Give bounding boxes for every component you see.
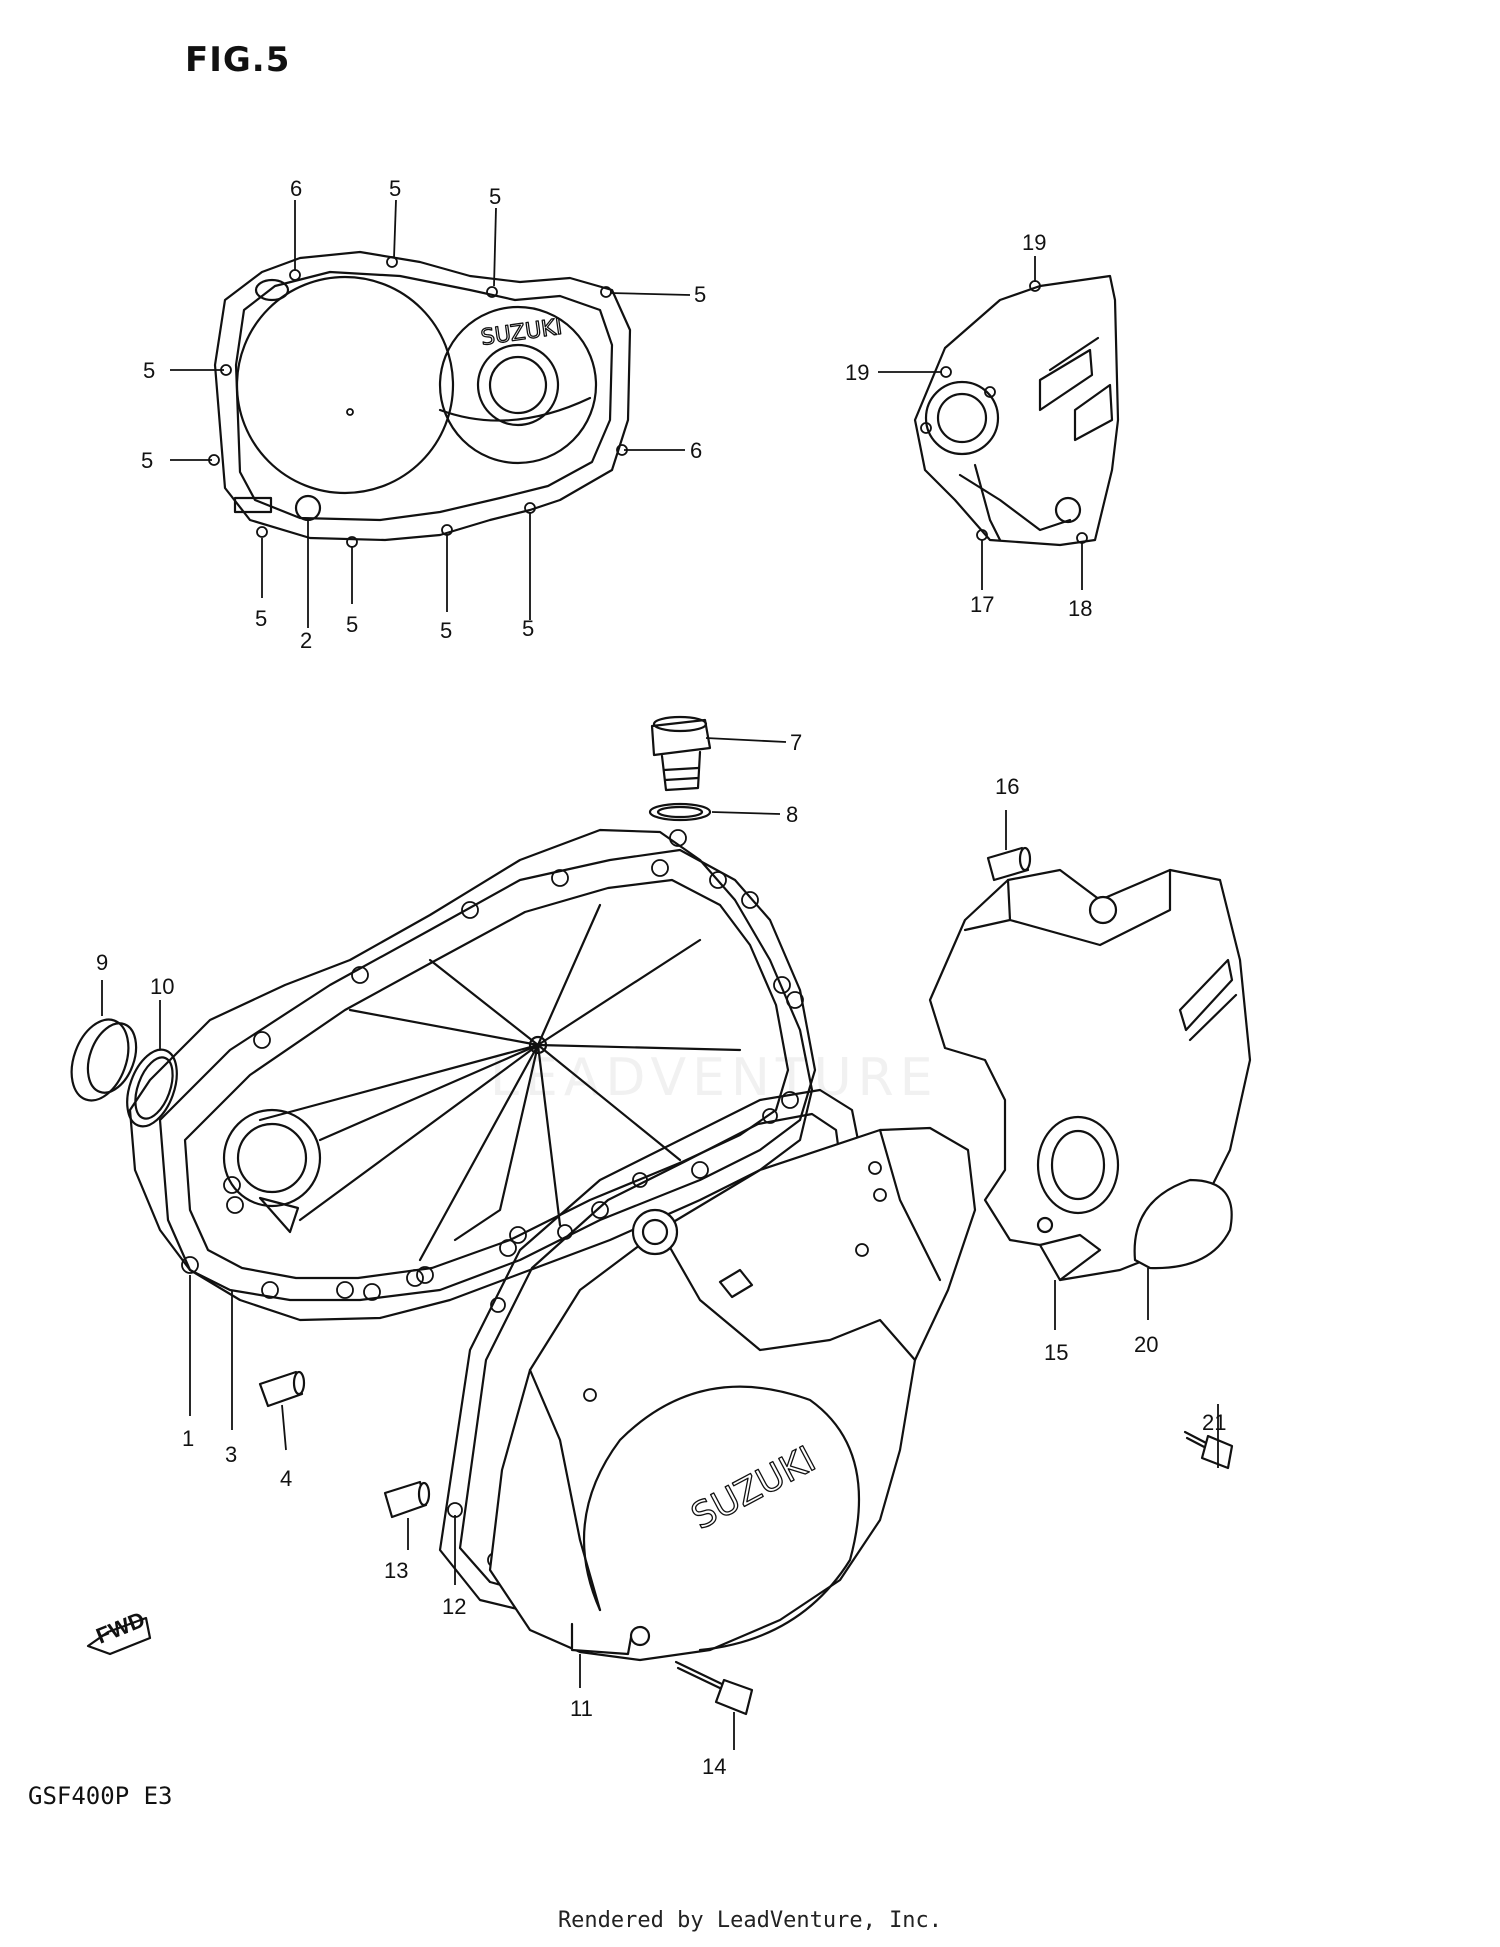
callout-3: 3 — [225, 1442, 237, 1467]
callout-13: 13 — [384, 1558, 408, 1583]
dowel-pins-drawing — [258, 846, 1032, 1519]
callout-5: 5 — [522, 616, 534, 641]
callout-2: 2 — [300, 628, 312, 653]
starter-cover-drawing — [928, 868, 1252, 1282]
callout-labels: 6 5 5 5 5 5 6 5 5 5 5 2 19 19 17 18 7 8 … — [96, 176, 1226, 1779]
oil-filler-cap-drawing — [648, 715, 712, 822]
leader-lines — [101, 199, 1219, 1750]
model-code: GSF400P E3 — [28, 1782, 173, 1810]
callout-10: 10 — [150, 974, 174, 999]
crankcase-gasket-drawing — [158, 848, 817, 1302]
callout-5: 5 — [255, 606, 267, 631]
callout-5: 5 — [389, 176, 401, 201]
callout-5: 5 — [489, 184, 501, 209]
figure-title: FIG.5 — [185, 40, 291, 80]
callout-5: 5 — [141, 448, 153, 473]
callout-5: 5 — [694, 282, 706, 307]
callout-17: 17 — [970, 592, 994, 617]
callout-18: 18 — [1068, 596, 1092, 621]
sprocket-cover-drawing — [913, 274, 1120, 547]
callout-8: 8 — [786, 802, 798, 827]
callout-19: 19 — [1022, 230, 1046, 255]
callout-15: 15 — [1044, 1340, 1068, 1365]
callout-21: 21 — [1202, 1410, 1226, 1435]
callout-12: 12 — [442, 1594, 466, 1619]
rendered-by-credit: Rendered by LeadVenture, Inc. — [557, 1908, 943, 1933]
bolts-drawing — [674, 1430, 1234, 1716]
callout-5: 5 — [440, 618, 452, 643]
callout-6: 6 — [690, 438, 702, 463]
generator-cover-drawing: SUZUKI — [488, 1126, 977, 1662]
callout-7: 7 — [790, 730, 802, 755]
callout-14: 14 — [702, 1754, 726, 1779]
callout-16: 16 — [995, 774, 1019, 799]
callout-20: 20 — [1134, 1332, 1158, 1357]
callout-19: 19 — [845, 360, 869, 385]
callout-9: 9 — [96, 950, 108, 975]
callout-4: 4 — [280, 1466, 292, 1491]
inspection-plug-drawing — [70, 1018, 178, 1128]
callout-5: 5 — [346, 612, 358, 637]
callout-6: 6 — [290, 176, 302, 201]
fwd-arrow-drawing — [86, 1616, 152, 1656]
callout-11: 11 — [570, 1696, 593, 1721]
crankcase-cover-drawing — [128, 828, 814, 1322]
clutch-cover-drawing: SUZUKI — [208, 250, 632, 548]
callout-1: 1 — [182, 1426, 194, 1451]
watermark-text: LEADVENTURE — [490, 1048, 939, 1108]
callout-5: 5 — [143, 358, 155, 383]
